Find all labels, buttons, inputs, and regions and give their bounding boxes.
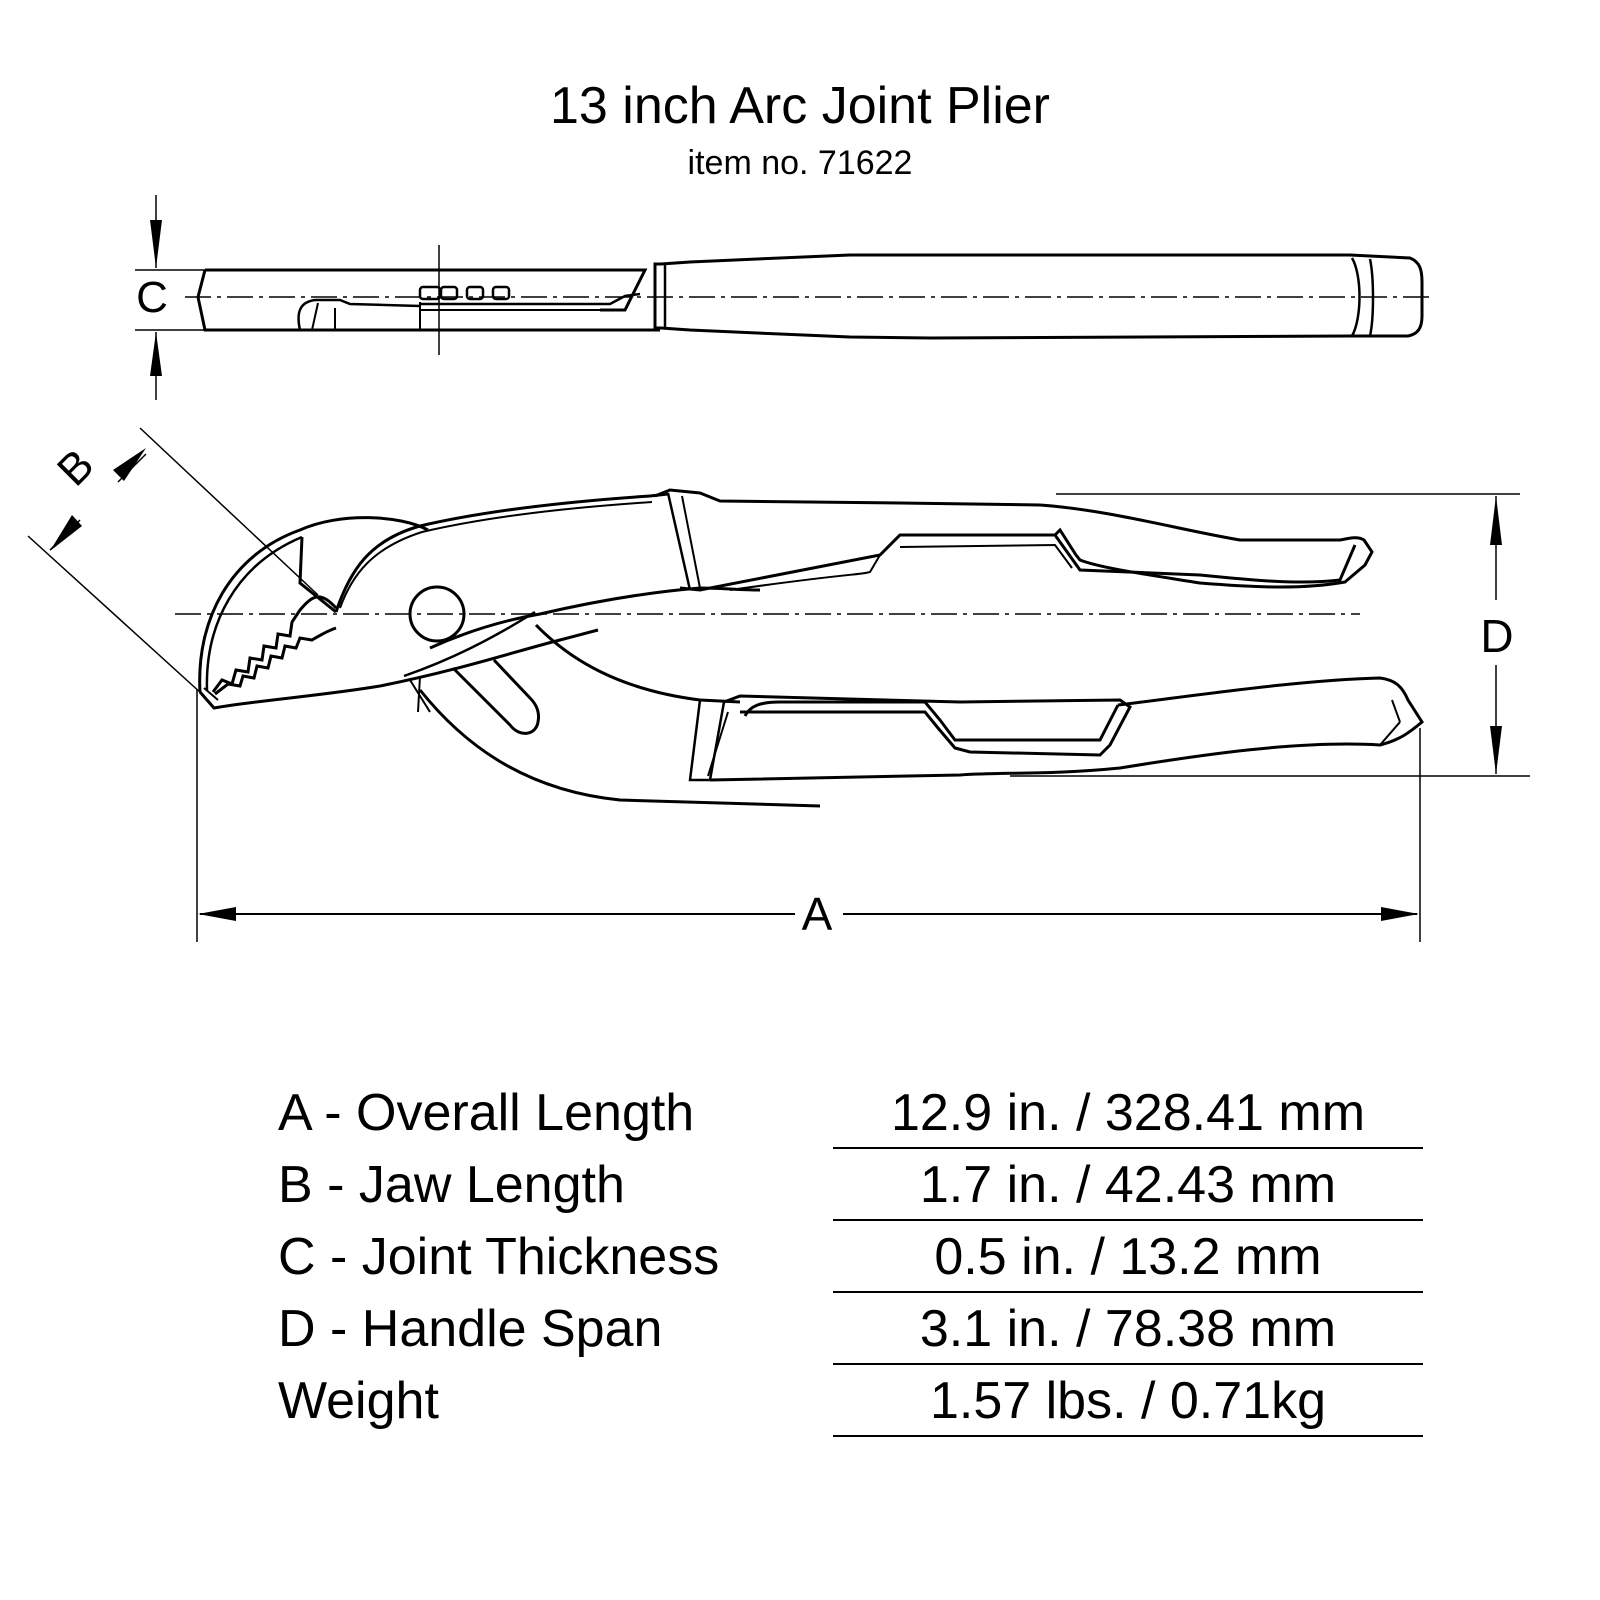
dimension-label-a: A (802, 888, 833, 940)
divider (833, 1219, 1423, 1221)
spec-label: B - Jaw Length (278, 1156, 625, 1214)
top-view (135, 195, 1430, 400)
dimension-label-d: D (1480, 610, 1513, 662)
spec-table: A - Overall Length 12.9 in. / 328.41 mm … (278, 1082, 1423, 1442)
dimension-label-c: C (136, 273, 168, 322)
spec-value: 0.5 in. / 13.2 mm (934, 1228, 1322, 1286)
page-title: 13 inch Arc Joint Plier (549, 77, 1051, 135)
front-view (27, 427, 1424, 808)
divider (833, 1147, 1423, 1149)
spec-label: D - Handle Span (278, 1300, 663, 1358)
divider (833, 1363, 1423, 1365)
spec-value: 3.1 in. / 78.38 mm (919, 1300, 1337, 1358)
spec-row-handle-span: D - Handle Span 3.1 in. / 78.38 mm (278, 1298, 1423, 1370)
item-number: item no. 71622 (687, 144, 913, 182)
spec-value: 1.7 in. / 42.43 mm (919, 1156, 1337, 1214)
spec-row-overall-length: A - Overall Length 12.9 in. / 328.41 mm (278, 1082, 1423, 1154)
dimension-a (196, 690, 1421, 942)
divider (833, 1291, 1423, 1293)
dimension-d (1010, 493, 1530, 777)
spec-row-weight: Weight 1.57 lbs. / 0.71kg (278, 1370, 1423, 1442)
spec-value: 12.9 in. / 328.41 mm (890, 1084, 1366, 1142)
spec-row-jaw-length: B - Jaw Length 1.7 in. / 42.43 mm (278, 1154, 1423, 1226)
spec-label: Weight (278, 1372, 439, 1430)
dimension-label-b: B (48, 440, 103, 495)
divider (833, 1435, 1423, 1437)
spec-label: C - Joint Thickness (278, 1228, 720, 1286)
spec-label: A - Overall Length (278, 1084, 695, 1142)
spec-value: 1.57 lbs. / 0.71kg (929, 1372, 1327, 1430)
spec-row-joint-thickness: C - Joint Thickness 0.5 in. / 13.2 mm (278, 1226, 1423, 1298)
